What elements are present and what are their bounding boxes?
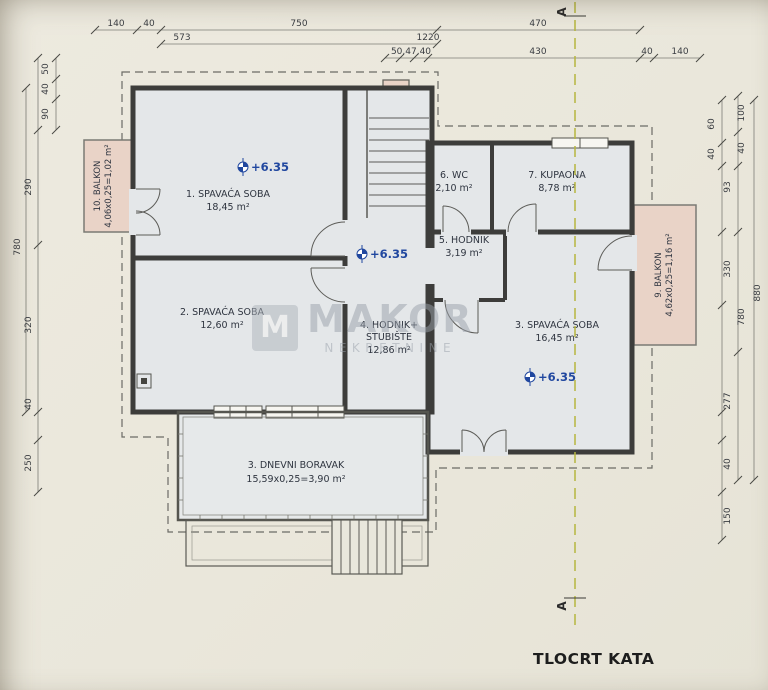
dim-label: 40 xyxy=(24,398,34,410)
dim-label: 40 xyxy=(737,142,747,154)
dim-label: 880 xyxy=(753,284,763,301)
elevation-value: +6.35 xyxy=(370,247,408,261)
section-label-top: A xyxy=(555,7,569,17)
elevation-marker: +6.35 xyxy=(237,158,289,176)
room-4-area: 12,86 m² xyxy=(367,345,410,356)
room-labels: 1. SPAVAĆA SOBA 18,45 m² 2. SPAVAĆA SOBA… xyxy=(93,144,675,485)
roof-outline xyxy=(121,71,653,533)
room-1-name: 1. SPAVAĆA SOBA xyxy=(186,188,271,200)
section-label-bottom: A xyxy=(555,601,569,611)
dim-label: 1220 xyxy=(417,33,440,43)
room-3-living-name: 3. DNEVNI BORAVAK xyxy=(248,460,345,471)
dim-label: 40 xyxy=(707,148,717,160)
dim-label: 90 xyxy=(41,108,51,120)
room-4-name: 4. HODNIK+ xyxy=(360,320,418,331)
dim-label: 40 xyxy=(723,458,733,470)
dim-label: 277 xyxy=(723,392,733,409)
staircase-top xyxy=(366,88,429,218)
dimension-lines xyxy=(21,25,759,545)
balcony-9-name: 9. BALKON xyxy=(654,252,664,297)
room-5-area: 3,19 m² xyxy=(445,248,482,259)
dimension-ticks xyxy=(21,25,759,545)
dim-label: 60 xyxy=(707,118,717,130)
terrace xyxy=(185,519,429,567)
elevation-marker: +6.35 xyxy=(524,368,576,386)
dim-label: 100 xyxy=(737,104,747,121)
flue-box xyxy=(136,373,152,389)
elevation-value: +6.35 xyxy=(538,370,576,384)
dim-label: 780 xyxy=(13,238,23,255)
door-swings xyxy=(135,188,633,453)
balcony-9-right xyxy=(633,204,697,346)
elevation-marker: +6.35 xyxy=(356,245,408,263)
room-5-name: 5. HODNIK xyxy=(439,235,490,246)
balcony-9-area: 4,62x0,25=1,16 m² xyxy=(665,233,675,316)
dim-label: 470 xyxy=(529,19,546,29)
room-fills xyxy=(133,88,632,520)
room-4-name2: STUBIŠTE xyxy=(366,331,412,343)
dim-label: 150 xyxy=(723,507,733,524)
dim-label: 780 xyxy=(737,308,747,325)
dim-label: 50 xyxy=(41,63,51,75)
room-2-name: 2. SPAVAĆA SOBA xyxy=(180,306,265,318)
dim-label: 40 xyxy=(641,47,653,57)
section-line: A A xyxy=(555,2,586,628)
room-3-bedroom-name: 3. SPAVAĆA SOBA xyxy=(515,319,600,331)
room-1-area: 18,45 m² xyxy=(206,202,249,213)
elevation-value: +6.35 xyxy=(251,160,289,174)
dim-label: 320 xyxy=(24,316,34,333)
dim-label: 330 xyxy=(723,260,733,277)
room-6-area: 2,10 m² xyxy=(435,183,472,194)
room-6-name: 6. WC xyxy=(440,170,468,181)
room-7-area: 8,78 m² xyxy=(538,183,575,194)
balcony-10-name: 10. BALKON xyxy=(93,161,103,212)
dim-label: 40 xyxy=(41,83,51,95)
dim-label: 750 xyxy=(290,19,307,29)
dim-label: 250 xyxy=(24,454,34,471)
room-3-bedroom-area: 16,45 m² xyxy=(535,333,578,344)
dim-label: 290 xyxy=(24,178,34,195)
dim-label: 430 xyxy=(529,47,546,57)
dim-label: 573 xyxy=(173,33,190,43)
room-3-living-area: 15,59x0,25=3,90 m² xyxy=(246,474,345,485)
dim-label: 140 xyxy=(107,19,124,29)
room-2-area: 12,60 m² xyxy=(200,320,243,331)
dimension-labels: 140 40 750 1220 470 573 50,47,40 430 40 … xyxy=(13,19,763,525)
elevation-markers: +6.35 +6.35 +6.35 xyxy=(237,158,576,386)
dim-label: 140 xyxy=(671,47,688,57)
dim-label: 93 xyxy=(723,181,733,192)
dim-label: 50,47,40 xyxy=(391,47,431,57)
balcony-10-left xyxy=(83,139,134,233)
staircase-bottom xyxy=(331,519,403,575)
balcony-10-area: 4,06x0,25=1,02 m² xyxy=(104,144,114,227)
room-7-name: 7. KUPAONA xyxy=(528,170,586,181)
dim-label: 40 xyxy=(143,19,155,29)
plan-title: TLOCRT KATA xyxy=(533,650,655,668)
